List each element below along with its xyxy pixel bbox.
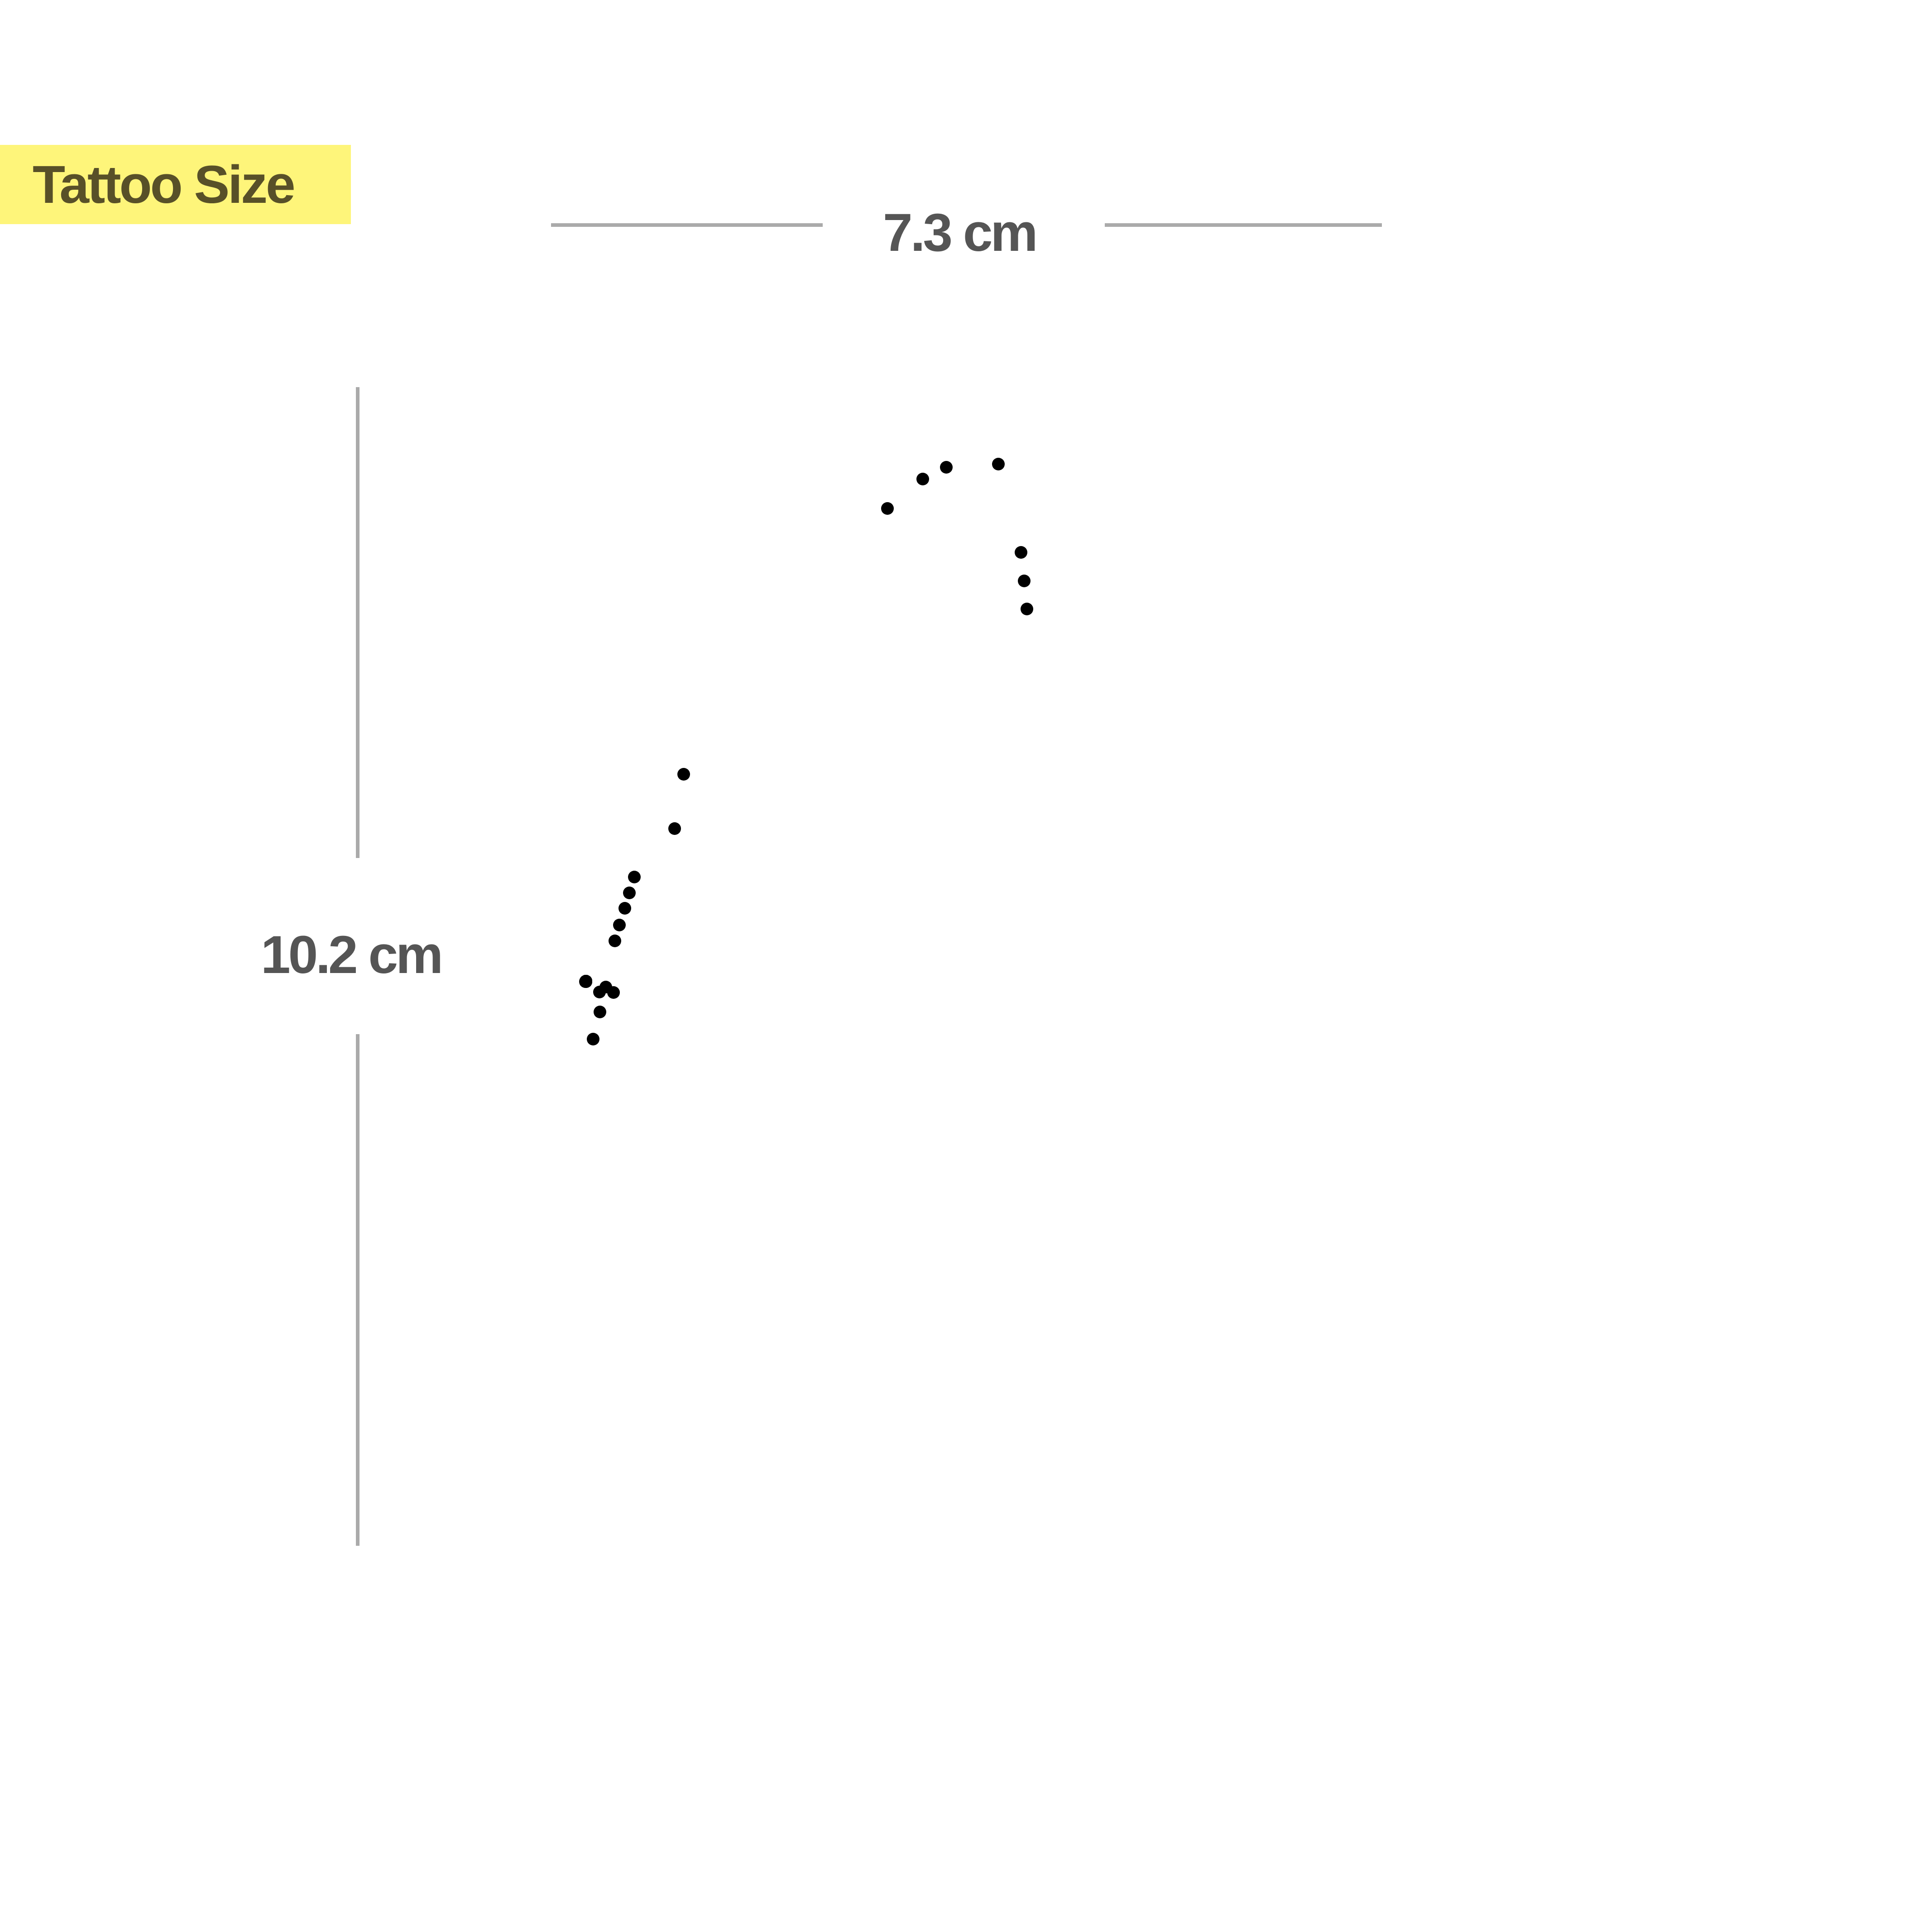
width-dimension-line-left bbox=[551, 223, 823, 227]
badge-label: Tattoo Size bbox=[33, 154, 296, 215]
tattoo-size-badge: Tattoo Size bbox=[0, 145, 351, 224]
width-dimension-line-right bbox=[1105, 223, 1382, 227]
height-label: 10.2 cm bbox=[261, 925, 443, 985]
height-dimension-line-top bbox=[356, 387, 360, 858]
constellation-dots bbox=[579, 458, 1033, 1045]
width-label: 7.3 cm bbox=[883, 203, 1038, 263]
height-dimension-line-bottom bbox=[356, 1034, 360, 1546]
